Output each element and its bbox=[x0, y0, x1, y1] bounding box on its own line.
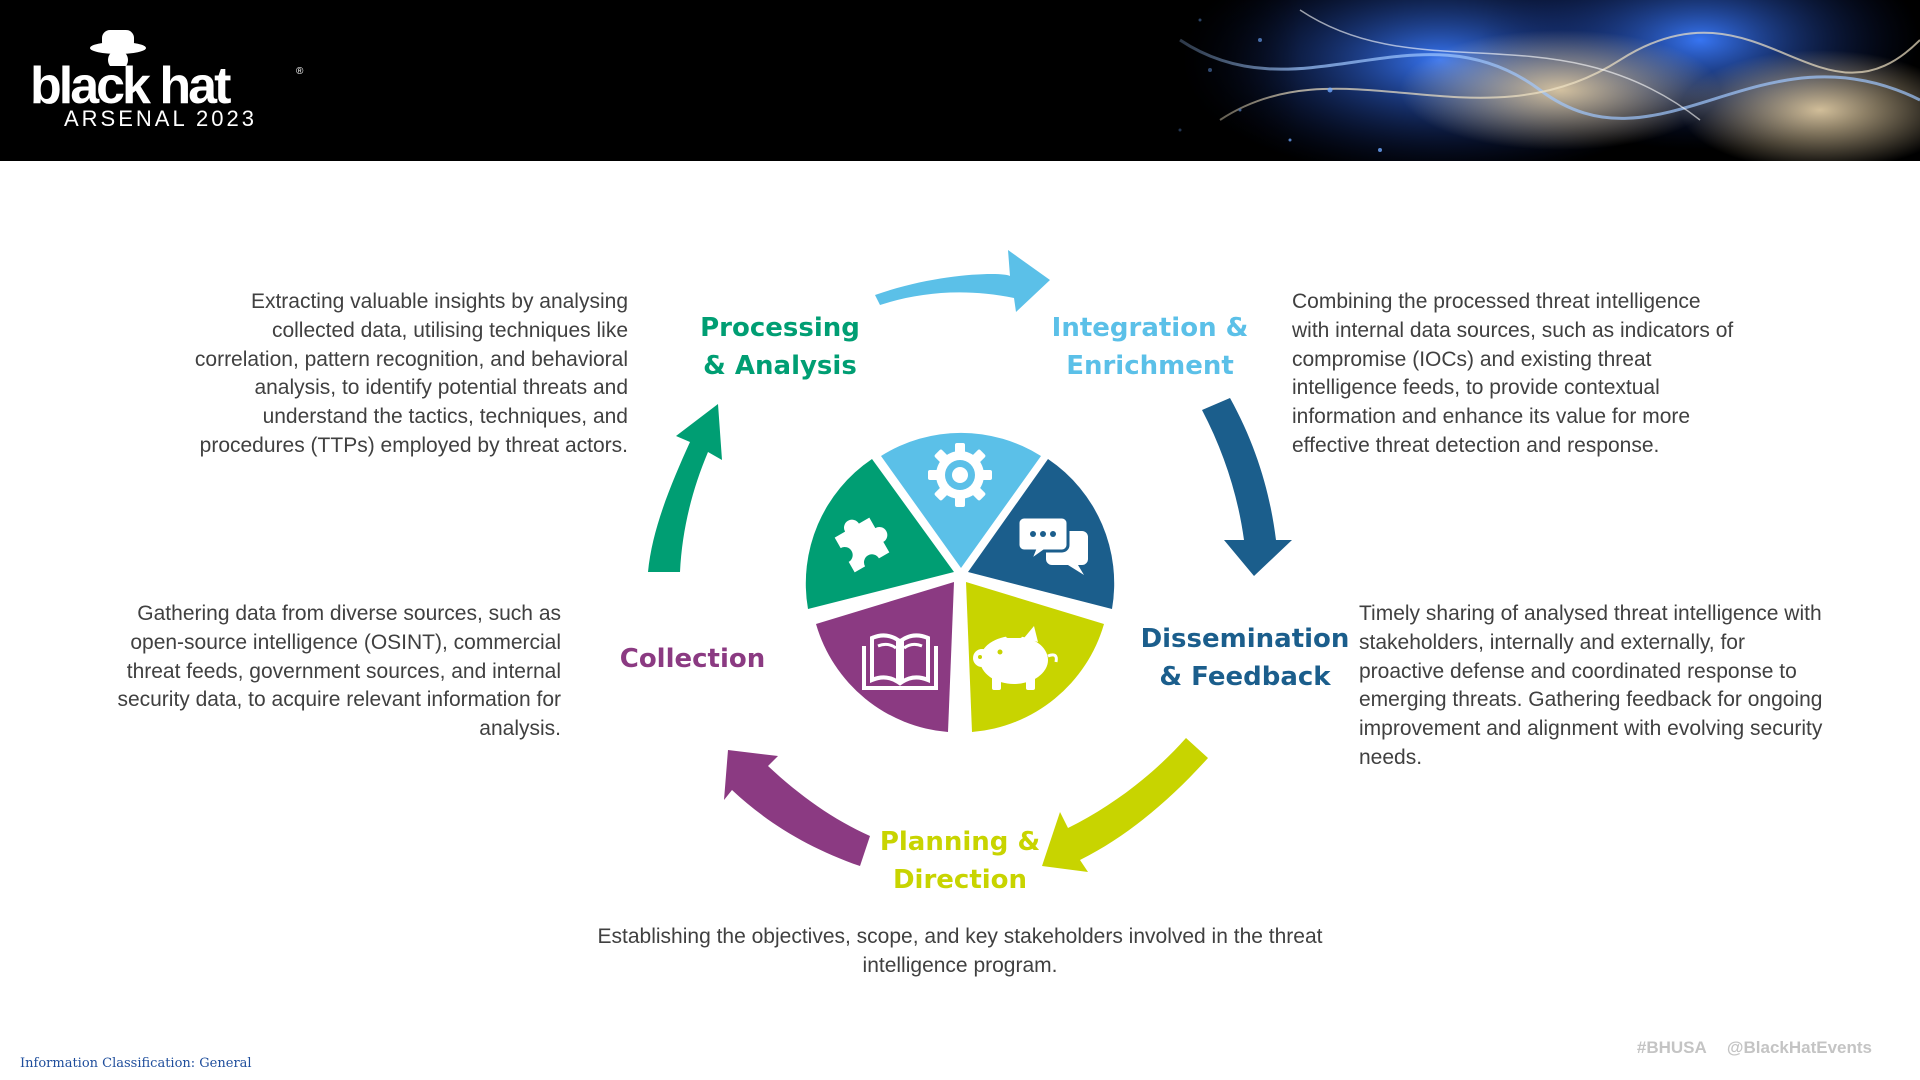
stage-description-integration: Combining the processed threat intellige… bbox=[1292, 290, 1734, 457]
stage-description-dissemination: Timely sharing of analysed threat intell… bbox=[1359, 602, 1823, 769]
stage-title-line: Direction bbox=[892, 865, 1028, 895]
footer-handle: @BlackHatEvents bbox=[1726, 1038, 1872, 1057]
arrow-planning-to-collection bbox=[724, 750, 870, 866]
blackhat-logo: black hat ® ARSENAL 2023 bbox=[28, 26, 318, 136]
stage-title-line: Dissemination bbox=[1140, 624, 1350, 654]
stage-title-processing: Processing & Analysis bbox=[690, 309, 870, 385]
cycle-pie-wheel bbox=[805, 432, 1115, 732]
stage-description-planning: Establishing the objectives, scope, and … bbox=[597, 925, 1323, 977]
footer-hashtag: #BHUSA bbox=[1636, 1038, 1707, 1057]
stage-description-collection: Gathering data from diverse sources, suc… bbox=[117, 602, 561, 741]
book-icon bbox=[862, 633, 938, 690]
registered-mark: ® bbox=[296, 66, 304, 77]
puzzle-icon bbox=[834, 517, 890, 573]
information-classification: Information Classification: General bbox=[20, 1056, 252, 1071]
stage-title-line: & Feedback bbox=[1159, 662, 1331, 692]
abstract-smoke-artwork bbox=[1100, 0, 1920, 161]
chat-bubbles-icon bbox=[1016, 515, 1088, 575]
arrow-dissemination-to-planning bbox=[1042, 738, 1208, 872]
stage-title-line: Integration & bbox=[1051, 313, 1249, 343]
logo-subtitle: ARSENAL 2023 bbox=[64, 106, 257, 131]
arrow-integration-to-dissemination bbox=[1202, 398, 1292, 576]
arrow-collection-to-processing bbox=[648, 404, 722, 572]
stage-title-collection: Collection bbox=[610, 640, 775, 678]
stage-title-line: & Analysis bbox=[703, 351, 857, 381]
pie-slice-collection bbox=[816, 582, 954, 732]
stage-title-dissemination: Dissemination & Feedback bbox=[1140, 620, 1350, 696]
stage-description-processing: Extracting valuable insights by analysin… bbox=[194, 290, 628, 457]
stage-title-planning: Planning & Direction bbox=[860, 823, 1060, 899]
footer-social-tags: #BHUSA @BlackHatEvents bbox=[1621, 1038, 1872, 1058]
gear-icon bbox=[928, 443, 992, 507]
stage-title-line: Planning & bbox=[879, 827, 1041, 857]
header-banner: black hat ® ARSENAL 2023 bbox=[0, 0, 1920, 161]
arrow-processing-to-integration bbox=[875, 250, 1050, 312]
stage-title-line: Enrichment bbox=[1066, 351, 1234, 381]
hat-figure-icon bbox=[90, 30, 146, 66]
stage-title-line: Processing bbox=[700, 313, 860, 343]
stage-title-line: Collection bbox=[619, 644, 766, 674]
stage-title-integration: Integration & Enrichment bbox=[1050, 309, 1250, 385]
piggy-bank-icon bbox=[973, 626, 1058, 690]
logo-wordmark: black hat bbox=[30, 57, 231, 115]
